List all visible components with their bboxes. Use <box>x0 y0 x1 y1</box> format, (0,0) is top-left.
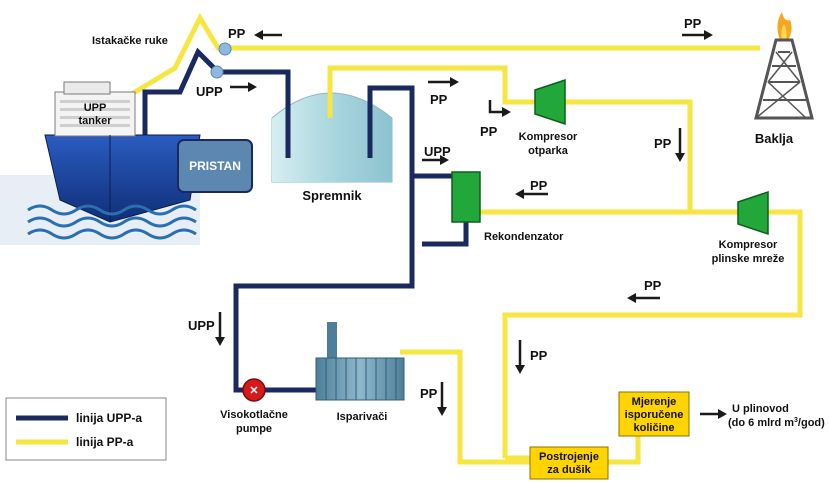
flow-label-upp-arms: UPP <box>196 84 223 99</box>
metering-label-2: isporučene <box>625 409 684 421</box>
grid-compressor <box>737 190 769 236</box>
upp-line-loading-arm <box>142 47 291 170</box>
arrow-pp-compressor-elbow <box>488 100 506 114</box>
tanker-label-1: UPP <box>84 102 107 114</box>
flow-label-upp-down: UPP <box>188 318 215 333</box>
tank-label: Spremnik <box>302 188 362 203</box>
upp-tanker: UPP tanker <box>44 81 201 223</box>
flow-label-pp-tank: PP <box>430 92 448 107</box>
legend-label-upp: linija UPP-a <box>76 411 142 425</box>
arm-joint-top <box>218 42 232 56</box>
vaporizers-label: Isparivači <box>337 411 388 423</box>
flow-label-pp-compressor: PP <box>480 124 498 139</box>
hp-pump <box>242 378 266 402</box>
metering-label-1: Mjerenje <box>632 396 677 408</box>
legend-label-pp: linija PP-a <box>76 435 134 449</box>
boiloff-compressor-label-2: otparka <box>528 145 569 157</box>
legend: linija UPP-a linija PP-a <box>5 397 167 461</box>
flare-label: Baklja <box>755 131 794 146</box>
pier: PRISTAN <box>177 139 253 193</box>
flow-label-pp-middle: PP <box>530 348 548 363</box>
flow-label-pp-top-right: PP <box>684 16 702 31</box>
upp-line-recondenser-out <box>422 222 469 247</box>
hp-pumps-label-1: Visokotlačne <box>220 409 288 421</box>
pp-lines <box>121 12 803 465</box>
tanker-label-2: tanker <box>78 115 112 127</box>
pp-line-to-metering <box>608 425 641 465</box>
vaporizer <box>315 322 405 401</box>
grid-compressor-label-2: plinske mreže <box>712 253 785 265</box>
pp-line-compressor-out <box>565 99 693 212</box>
grid-compressor-label-1: Kompresor <box>719 239 778 251</box>
flow-label-upp-recondenser: UPP <box>424 144 451 159</box>
flow-label-pp-down-right: PP <box>654 136 672 151</box>
boiloff-compressor <box>534 78 566 126</box>
recondenser-label: Rekondenzator <box>484 231 564 243</box>
pipeline-label-1: U plinovod <box>732 403 789 415</box>
nitrogen-plant-box <box>529 446 609 480</box>
nitrogen-plant-label-1: Postrojenje <box>539 451 599 463</box>
upp-line-to-pumps <box>233 176 415 393</box>
flow-label-pp-recondenser: PP <box>530 178 548 193</box>
loading-arms-label: Istakačke ruke <box>92 35 168 47</box>
flow-label-pp-top: PP <box>228 26 246 41</box>
flow-label-pp-return: PP <box>644 278 662 293</box>
arm-joint-bottom <box>210 65 224 79</box>
pump-x-icon: ✕ <box>249 385 258 397</box>
pipeline-label-2: (do 6 mlrd m3/god) <box>728 417 825 429</box>
water-waves <box>27 204 197 240</box>
metering-label-3: količine <box>634 422 675 434</box>
flow-label-pp-vaporizer: PP <box>420 386 438 401</box>
hp-pumps-label-2: pumpe <box>236 423 272 435</box>
recondenser <box>451 171 481 223</box>
pp-line-vaporizer-out <box>400 349 530 465</box>
pp-line-tank-vapour <box>327 65 535 118</box>
pier-label: PRISTAN <box>189 159 241 173</box>
boiloff-compressor-label-1: Kompresor <box>519 131 578 143</box>
pp-line-grid-return <box>502 209 803 458</box>
metering-box <box>618 391 690 437</box>
flare <box>754 12 814 120</box>
nitrogen-plant-label-2: za dušik <box>547 464 591 476</box>
flow-arrows <box>215 30 727 419</box>
